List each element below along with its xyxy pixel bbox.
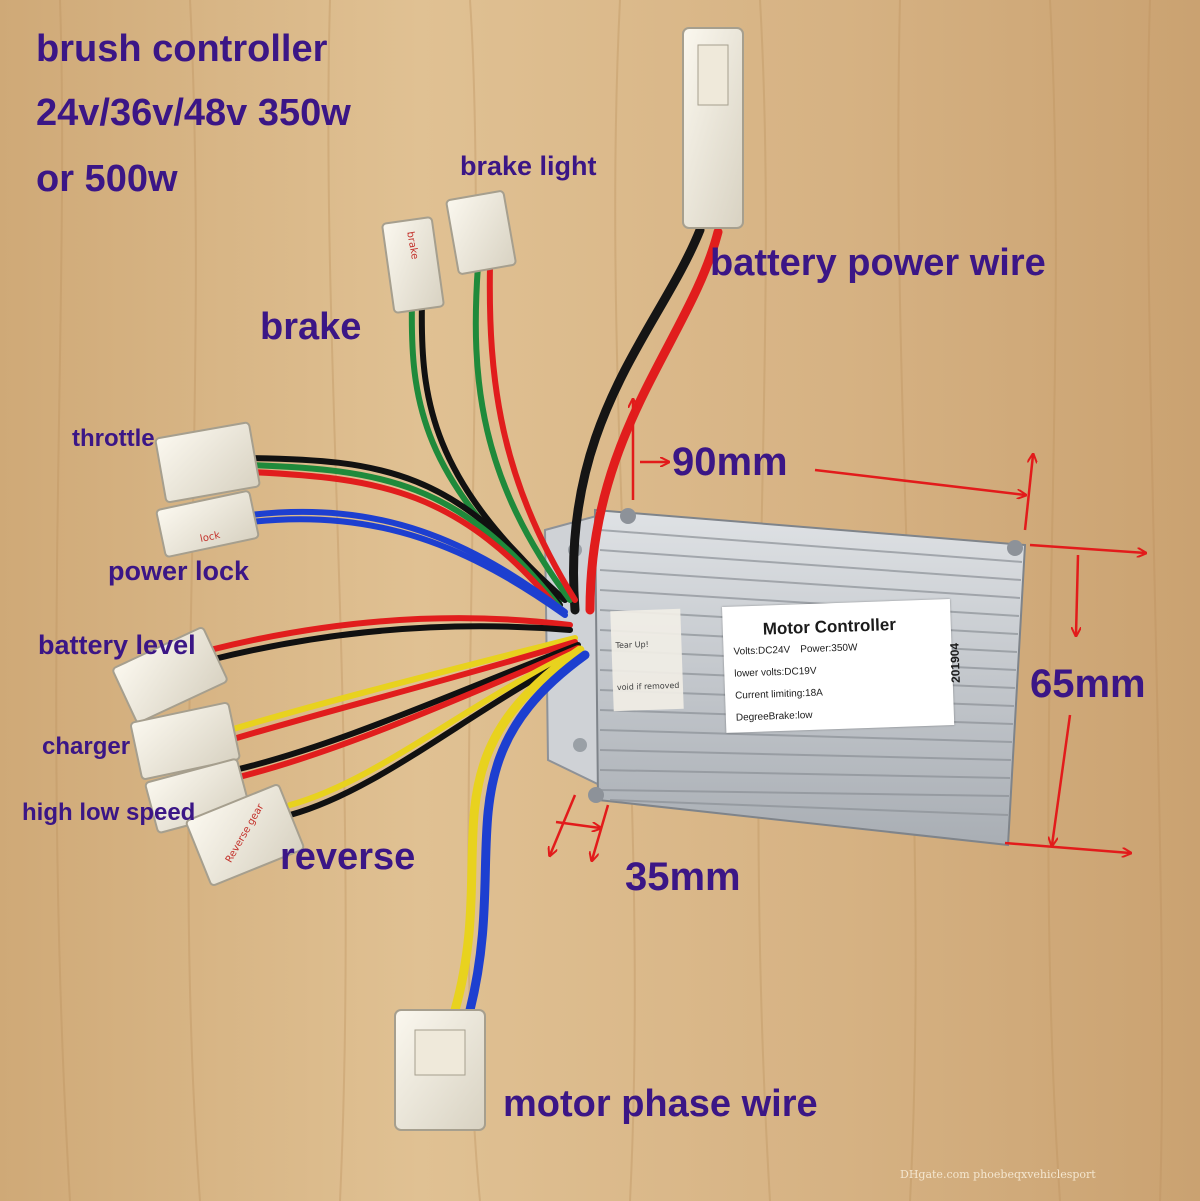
watermark: DHgate.com phoebeqxvehiclesport [900,1168,1096,1181]
body-screw [1007,540,1023,556]
battery-connector [682,27,744,229]
power-lock-wires [247,508,568,618]
dimension-width: 65mm [1030,662,1146,706]
reverse-connector [185,784,305,886]
nameplate-title: Motor Controller [762,614,897,639]
label-charger: charger [42,733,131,760]
label-battery-level: battery level [38,630,196,660]
label-battery-power-wire: battery power wire [710,242,1046,284]
nameplate-serial: 201904 [947,642,963,684]
nameplate-current-limit: Current limiting:18A [734,687,824,702]
nameplate-row-ratings: Volts:DC24V Power:350W [733,642,867,658]
nameplate-lower-volts: lower volts:DC19V [734,665,817,680]
brake-light-connector [445,190,517,275]
title-line-3: or 500w [36,158,178,200]
label-brake: brake [260,306,362,348]
warranty-sticker: Tear Up! void if removed [610,608,684,712]
title-line-1: brush controller [36,28,328,70]
body-screw [620,508,636,524]
throttle-connector [154,421,261,504]
label-brake-light: brake light [460,151,597,181]
nameplate-power: Power:350W [800,642,858,656]
power-lock-connector [155,490,260,558]
charger-connector [130,701,241,780]
label-power-lock: power lock [108,556,250,586]
title-line-2: 24v/36v/48v 350w [36,92,351,134]
lower-harness [207,615,583,818]
brake-connector [381,216,445,314]
motor-phase-connector [394,1009,486,1131]
sticker-line-2: void if removed [616,680,680,693]
dimension-height: 35mm [625,855,741,899]
dimension-length: 90mm [672,440,788,484]
body-screw [588,787,604,803]
battery-level-connector [112,626,228,724]
battery-wire [569,225,723,615]
nameplate-volts: Volts:DC24V [733,644,791,658]
bracket-screw [573,738,587,752]
label-reverse: reverse [280,836,416,878]
label-motor-phase-wire: motor phase wire [503,1083,818,1125]
dimension-arrows [550,400,1145,860]
throttle-wires [247,455,563,614]
controller-nameplate: Motor Controller Volts:DC24V Power:350W l… [722,599,963,733]
label-high-low-speed: high low speed [22,799,196,826]
label-throttle: throttle [72,425,155,452]
nameplate-degree-brake: DegreeBrake:low [735,709,813,724]
sticker-line-1: Tear Up! [615,639,649,651]
motor-phase-wires [450,645,590,1015]
